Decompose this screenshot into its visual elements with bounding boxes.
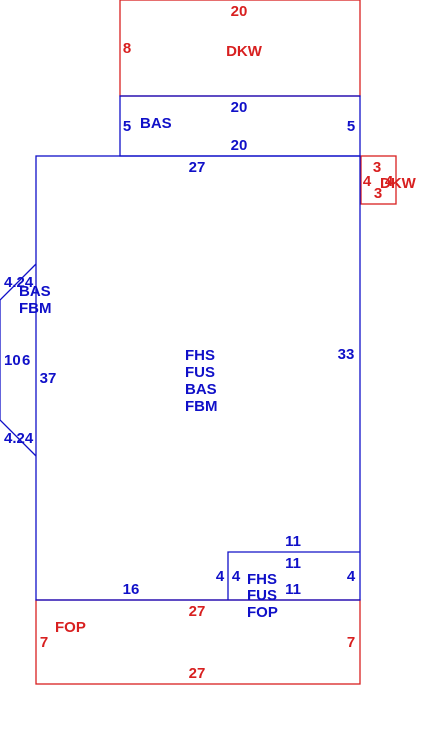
main-label-fhs: FHS [185,347,215,364]
inner-top-dim-inner: 11 [285,555,301,572]
bay-lower-dim: 4.24 [4,430,34,447]
dkw-small-outline [360,155,397,205]
inner-label-fop: FOP [247,604,278,621]
bas-top-left-dim: 5 [123,118,131,135]
inner-left-dim-inner: 4 [232,568,241,585]
dkw-small-dim-a: 3 [373,159,381,176]
fop-bottom-dim: 27 [189,665,206,682]
dkw-top-side-dim: 8 [123,40,131,57]
fop-label: FOP [55,619,86,636]
dkw-top-label: DKW [226,43,263,60]
bay-left-dim: 10 [4,352,21,369]
inner-label-fus: FUS [247,587,277,604]
bas-top-bottom-dim: 20 [231,137,248,154]
bas-top-right-dim: 5 [347,118,355,135]
dkw-small-dim-d: 3 [374,185,382,202]
bay-label-fbm: FBM [19,300,52,317]
inner-bottom-dim: 11 [285,581,301,598]
dkw-small-label: DKW [380,175,417,192]
inner-label-fhs: FHS [247,571,277,588]
bas-top-top-dim: 20 [231,99,248,116]
fop-left-dim: 7 [40,634,48,651]
main-label-bas: BAS [185,381,217,398]
fop-right-dim: 7 [347,634,355,651]
dkw-small-dim-b: 4 [363,173,372,190]
main-label-fbm: FBM [185,398,218,415]
bay-upper-dim: 4.24 [4,274,34,291]
dkw-top-top-dim: 20 [231,3,248,20]
bay-right-dim: 6 [22,352,30,369]
main-top-dim: 27 [189,159,206,176]
bas-top-label: BAS [140,115,172,132]
main-bottom-dim: 16 [123,581,140,598]
inner-outline [227,551,360,600]
main-label-fus: FUS [185,364,215,381]
bay-label-bas: BAS [19,283,51,300]
main-left-dim: 37 [40,370,57,387]
dkw-small-dim-c: 4 [385,173,394,190]
bay-outline [0,263,37,457]
inner-top-dim-outer: 11 [285,533,301,550]
inner-left-dim-outer: 4 [216,568,225,585]
fop-top-dim: 27 [189,603,206,620]
main-outline [35,155,361,601]
main-right-dim: 33 [338,346,355,363]
inner-right-dim: 4 [347,568,356,585]
